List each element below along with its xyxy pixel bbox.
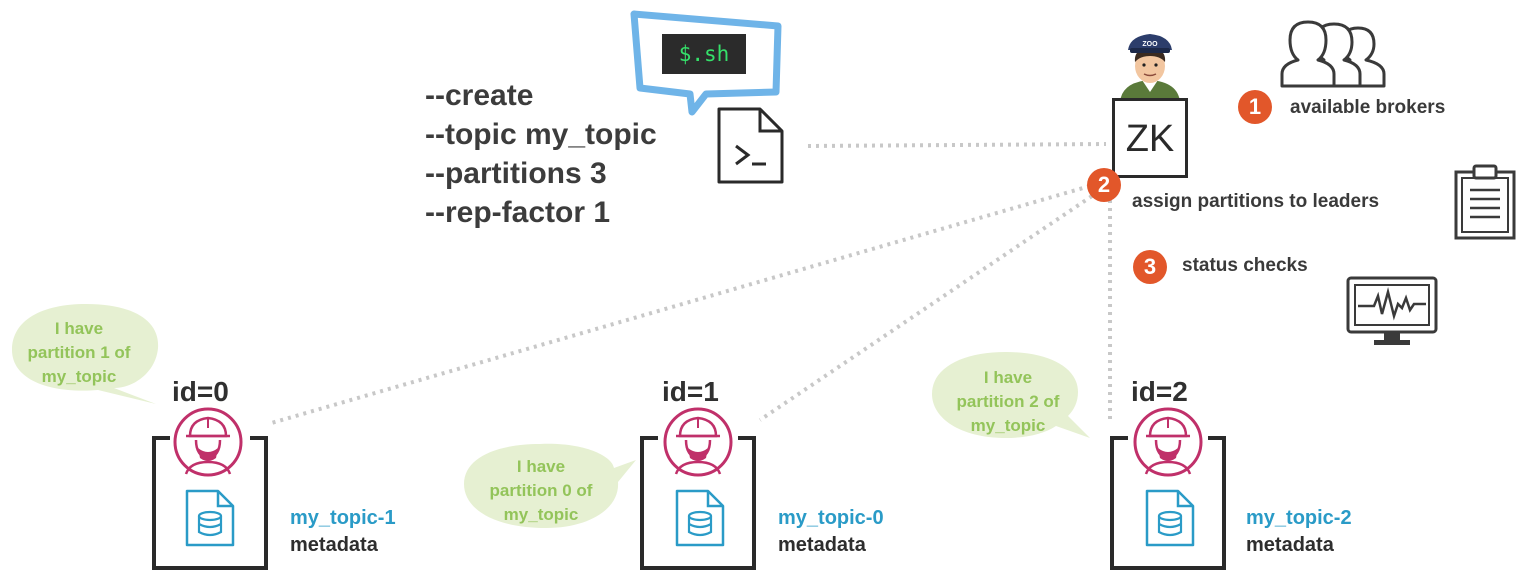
broker-1-worker-icon [663,407,733,477]
broker-1-database-file-icon [675,489,725,547]
broker-0-speech-bubble [12,304,159,404]
broker-2-bubble-text: I have partition 2 of my_topic [938,366,1078,438]
monitor-pulse-icon [1346,276,1438,345]
zookeeper-box: ZK [1112,98,1188,178]
broker-2-box [1110,436,1226,570]
bubble-line: I have [54,319,104,338]
step-2-badge: 2 [1087,168,1121,202]
clipboard-icon [1454,164,1516,240]
users-group-icon [1280,20,1386,88]
command-args: --create --topic my_topic --partitions 3… [425,76,657,232]
broker-0-id: id=0 [172,376,229,407]
broker-1-bubble-text: I have partition 0 of my_topic [470,455,612,527]
broker-0-worker-icon [173,407,243,477]
command-line: --create [425,79,534,112]
bubble-line: my_topic [41,367,117,386]
bubble-line: my_topic [970,416,1046,435]
broker-1-id: id=1 [662,376,719,407]
step-1-badge: 1 [1238,90,1272,124]
shell-script-label: $.sh [662,34,746,74]
broker-0-metadata-label: metadata [290,534,378,556]
broker-2-id: id=2 [1131,376,1188,407]
zookeeper-hat-text: ZOO [1142,41,1158,48]
broker-1-speech-bubble [464,443,636,528]
zk-to-broker-0-line [267,184,1091,426]
shell-to-zk-line [807,142,1107,148]
broker-0-database-file-icon [185,489,235,547]
broker-1-box [640,436,756,570]
step-2-text: assign partitions to leaders [1132,191,1380,212]
zookeeper-avatar: ZOO [1120,34,1180,102]
broker-2-database-file-icon [1145,489,1195,547]
broker-2-speech-bubble [932,352,1090,438]
step-1-text: available brokers [1290,97,1446,118]
step-3-badge: 3 [1133,250,1167,284]
command-line: --rep-factor 1 [425,196,611,229]
terminal-file-icon [717,107,784,184]
bubble-line: I have [516,457,566,476]
broker-2-partition-label: my_topic-2 [1246,507,1352,529]
broker-2-worker-icon [1133,407,1203,477]
broker-2-metadata-label: metadata [1246,534,1334,556]
broker-0-bubble-text: I have partition 1 of my_topic [12,317,146,389]
broker-1-partition-label: my_topic-0 [778,507,884,529]
zk-to-broker-1-line [758,194,1094,422]
command-line: --partitions 3 [425,157,607,190]
broker-0-box [152,436,268,570]
bubble-line: my_topic [503,505,579,524]
broker-0-partition-label: my_topic-1 [290,507,396,529]
bubble-line: partition 1 of [27,343,131,362]
step-3-text: status checks [1182,255,1308,276]
bubble-line: partition 0 of [489,481,593,500]
bubble-line: I have [983,368,1033,387]
bubble-line: partition 2 of [956,392,1060,411]
broker-1-metadata-label: metadata [778,534,866,556]
command-line: --topic my_topic [425,118,657,151]
